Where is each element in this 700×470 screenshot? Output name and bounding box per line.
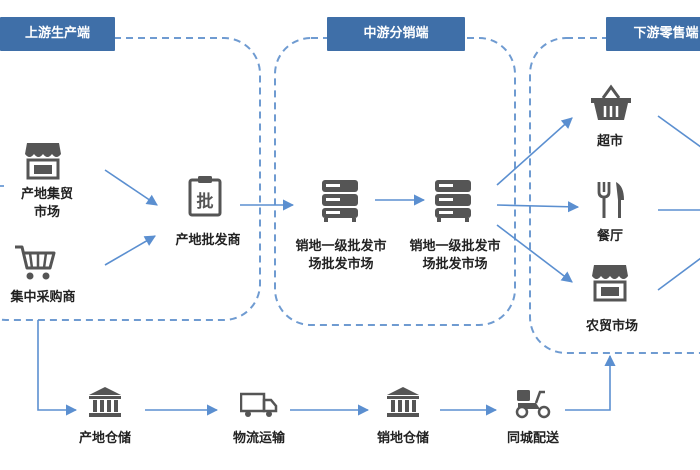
arrow-to-supermarket (496, 117, 573, 186)
clipboard-glyph: 批 (196, 192, 214, 212)
arrow-to-farmers-market (496, 224, 573, 283)
node-supermarket: 超市 (596, 134, 623, 149)
storefront-icon (592, 265, 628, 302)
arrow-out-right-1 (657, 115, 700, 148)
upstream-tag: 上游生产端 (0, 17, 115, 51)
node-origin-wholesaler: 产地批发商 (175, 233, 241, 248)
arrow-delivery-to-farmers (565, 354, 616, 411)
arrow-rural-to-wholesaler (104, 169, 158, 206)
node-logistics: 物流运输 (232, 431, 285, 446)
upstream-container (0, 37, 261, 321)
clipboard-wholesale-icon: 批 (188, 175, 222, 217)
truck-icon (240, 392, 278, 417)
bank-building-icon (387, 387, 419, 417)
node-central-purchaser: 集中采购商 (10, 290, 76, 305)
node-same-city-delivery: 同城配送 (506, 431, 559, 446)
bank-building-icon (89, 387, 121, 417)
downstream-container (529, 37, 700, 354)
node-farmers-market: 农贸市场 (585, 319, 638, 334)
node-primary-wholesale-2: 销地一级批发市 场批发市场 (409, 239, 501, 272)
arrow-out-right-3 (657, 257, 700, 291)
warehouse-rack-icon (322, 180, 358, 222)
node-origin-warehouse: 产地仓储 (78, 431, 131, 446)
fork-knife-icon (597, 182, 624, 218)
warehouse-rack-icon (435, 180, 471, 222)
arrow-purchaser-to-wholesaler (104, 235, 156, 266)
shopping-cart-icon (15, 245, 56, 280)
node-primary-wholesale-1: 销地一级批发市 场批发市场 (295, 239, 387, 272)
shopping-basket-icon (591, 84, 631, 120)
arrow-down-to-warehouse (37, 320, 78, 416)
midstream-container (274, 37, 516, 326)
scooter-icon (515, 390, 551, 419)
node-restaurant: 餐厅 (596, 229, 623, 244)
downstream-tag: 下游零售端 (606, 17, 700, 51)
arrow-to-restaurant (496, 201, 580, 213)
node-rural-market: 产地集贸 市场 (20, 187, 73, 220)
node-destination-warehouse: 销地仓储 (376, 431, 429, 446)
storefront-icon (25, 143, 61, 180)
midstream-tag: 中游分销端 (327, 17, 465, 51)
